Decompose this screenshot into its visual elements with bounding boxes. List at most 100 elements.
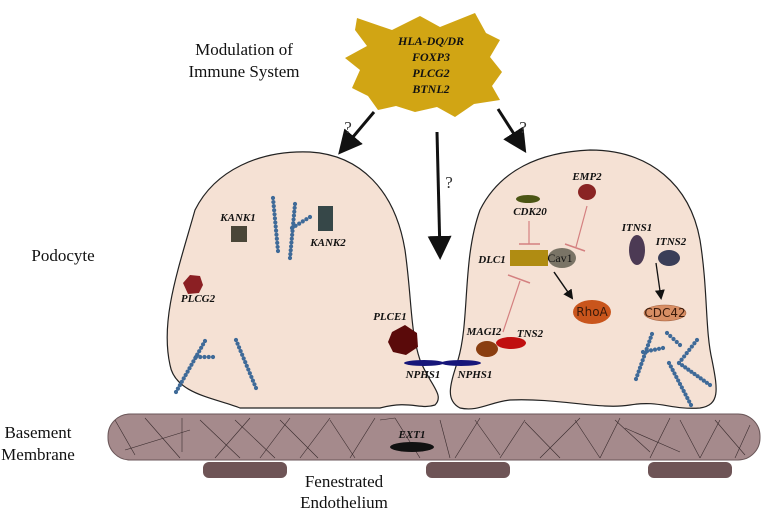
- actin-filaments: [173, 195, 713, 408]
- membrane-fiber: [329, 419, 356, 459]
- actin-bead: [687, 347, 692, 352]
- membrane-fiber: [539, 417, 581, 459]
- actin-bead: [275, 240, 280, 245]
- cdc42-label: CDC42: [644, 306, 685, 320]
- nphs1-left-label: NPHS1: [405, 369, 441, 381]
- membrane-fiber: [679, 419, 701, 459]
- actin-bead: [672, 371, 677, 376]
- cav1-protein: [548, 248, 576, 268]
- actin-bead: [679, 385, 684, 390]
- ext1-protein: [390, 442, 434, 452]
- actin-bead: [637, 365, 643, 370]
- actin-bead: [692, 371, 697, 377]
- actin-bead: [656, 346, 662, 351]
- actin-bead: [241, 356, 246, 361]
- actin-bead: [202, 354, 207, 360]
- membrane-fiber: [734, 424, 751, 459]
- arrow-to-right-cell: [496, 108, 527, 154]
- actin-bead: [668, 364, 673, 369]
- actin-bead: [677, 381, 683, 387]
- dlc1-activates-rhoa: [553, 271, 574, 300]
- immune-gene: PLCG2: [412, 66, 449, 80]
- emp2-inhibits-cav1: [575, 205, 588, 248]
- membrane-fiber: [574, 419, 601, 459]
- actin-bead: [689, 344, 694, 349]
- actin-bead: [684, 351, 689, 356]
- actin-bead: [304, 217, 309, 222]
- magi2-inhibits-dlc1: [502, 280, 521, 333]
- actin-bead: [274, 236, 279, 241]
- membrane-fiber: [714, 419, 746, 456]
- actin-bead: [676, 360, 682, 366]
- magi2-protein: [476, 341, 498, 357]
- membrane-fiber: [649, 417, 671, 459]
- actin-bead: [289, 236, 294, 241]
- kank1-label: KANK1: [219, 212, 255, 224]
- endothelium-cell: [426, 462, 510, 478]
- actin-bead: [671, 336, 676, 342]
- membrane-fiber: [524, 421, 561, 459]
- itns1-protein: [629, 235, 645, 265]
- actin-bead: [666, 360, 672, 366]
- basement-membrane: [107, 413, 761, 461]
- actin-bead: [682, 354, 687, 359]
- membrane-fiber: [124, 429, 191, 451]
- actin-bead: [287, 255, 293, 261]
- actin-bead: [291, 217, 296, 222]
- actin-bead: [674, 339, 679, 345]
- actin-bead: [670, 367, 675, 373]
- actin-bead: [273, 228, 279, 233]
- endothelium-label-line2: Endothelium: [300, 493, 388, 512]
- actin-bead: [704, 380, 710, 385]
- kank1-protein: [231, 226, 247, 242]
- membrane-fiber: [454, 417, 481, 459]
- actin-bead: [641, 354, 647, 359]
- inhibition-bar: [507, 274, 531, 284]
- actin-bead: [272, 216, 278, 221]
- actin-bead: [288, 248, 293, 253]
- membrane-fiber: [614, 419, 651, 453]
- membrane-fiber: [144, 417, 181, 459]
- immune-gene: HLA-DQ/DR: [397, 34, 464, 48]
- actin-bead: [649, 331, 655, 337]
- actin-bead: [187, 366, 192, 371]
- actin-bead: [191, 359, 196, 364]
- membrane-fiber: [379, 417, 396, 421]
- membrane-fiber: [599, 417, 621, 459]
- basement-label-line2: Membrane: [1, 445, 75, 464]
- actin-bead: [652, 347, 658, 352]
- plcg2-protein: [183, 275, 203, 294]
- actin-bead: [238, 348, 243, 354]
- actin-bead: [668, 333, 673, 339]
- arrow-to-left-cell: [338, 111, 376, 155]
- membrane-fiber: [624, 427, 681, 453]
- endothelium-cell: [203, 462, 287, 478]
- actin-bead: [689, 369, 694, 374]
- actin-bead: [200, 342, 206, 347]
- actin-bead: [674, 374, 679, 380]
- actin-bead: [698, 376, 703, 381]
- actin-bead: [275, 248, 281, 254]
- actin-bead: [210, 354, 216, 360]
- membrane-fiber: [499, 419, 526, 459]
- actin-bead: [249, 374, 254, 380]
- left-podocyte: [166, 151, 439, 409]
- membrane-fiber: [114, 419, 136, 456]
- actin-bead: [272, 208, 277, 213]
- basement-label-line1: Basement: [4, 423, 71, 442]
- arrow-to-slit: [427, 131, 452, 260]
- membrane-fiber: [439, 419, 451, 459]
- tns2-label: TNS2: [517, 328, 544, 340]
- actin-bead: [233, 337, 239, 343]
- actin-bead: [189, 362, 194, 367]
- actin-bead: [247, 371, 252, 376]
- actin-bead: [240, 352, 245, 357]
- actin-bead: [183, 372, 188, 378]
- actin-bead: [648, 335, 653, 340]
- actin-bead: [685, 395, 690, 401]
- cdk20-protein: [516, 195, 540, 203]
- inhibition-bar: [564, 243, 586, 252]
- actin-bead: [292, 205, 297, 210]
- actin-bead: [250, 378, 256, 383]
- emp2-label: EMP2: [571, 171, 602, 183]
